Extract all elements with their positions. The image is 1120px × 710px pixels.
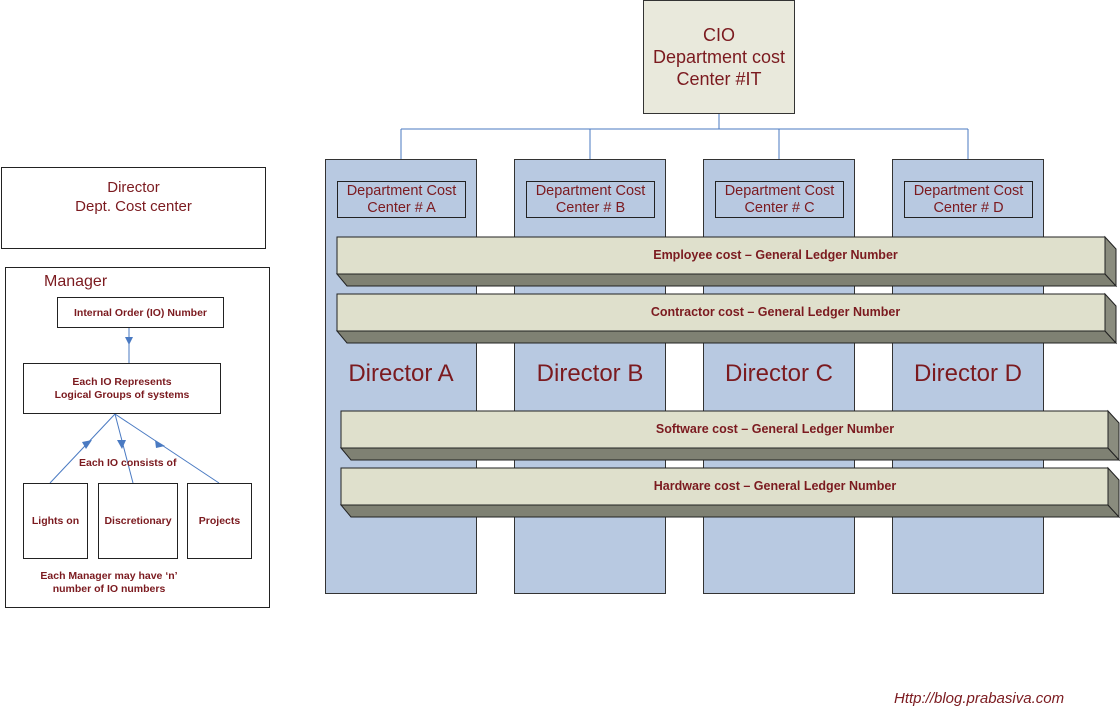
ledger-contractor-label: Contractor cost – General Ledger Number xyxy=(650,305,901,319)
ledger-employee-label: Employee cost – General Ledger Number xyxy=(653,248,898,262)
category-discretionary-label: Discretionary xyxy=(104,515,172,527)
cost-center-c: Department Cost Center # C xyxy=(715,181,844,218)
cost-center-a: Department Cost Center # A xyxy=(337,181,466,218)
ledger-bar-hardware xyxy=(339,466,1120,519)
cost-center-a-line-2: Center # A xyxy=(367,199,436,216)
director-b-label: Director B xyxy=(536,360,644,387)
cio-line-2: Department cost xyxy=(652,47,786,67)
director-column-b: Department Cost Center # B Director B xyxy=(514,159,666,594)
manager-title: Manager xyxy=(44,273,108,290)
ledger-bar-software xyxy=(339,409,1120,462)
cost-center-d-line-1: Department Cost xyxy=(913,182,1024,199)
category-projects: Projects xyxy=(187,483,252,559)
manager-footnote-line-1: Each Manager may have ‘n’ xyxy=(40,570,178,582)
ledger-bar-contractor xyxy=(335,292,1118,345)
arrow-projects-icon xyxy=(155,440,165,448)
cio-line-3: Center #IT xyxy=(676,69,762,89)
legend-director-box: Director Dept. Cost center xyxy=(1,167,266,249)
ledger-bar-employee xyxy=(335,235,1118,288)
legend-director-subtitle: Dept. Cost center xyxy=(75,198,192,215)
director-column-a: Department Cost Center # A Director A xyxy=(325,159,477,594)
io-number-box: Internal Order (IO) Number xyxy=(57,297,224,328)
arrow-lights-on-icon xyxy=(82,440,92,449)
director-a-label: Director A xyxy=(348,360,454,387)
io-represents-line-1: Each IO Represents xyxy=(72,375,172,388)
legend-director-title: Director xyxy=(107,179,160,196)
footer-url: Http://blog.prabasiva.com xyxy=(894,690,1065,707)
io-consists-label: Each IO consists of xyxy=(79,457,177,469)
cost-center-b-line-2: Center # B xyxy=(555,199,626,216)
category-discretionary: Discretionary xyxy=(98,483,178,559)
arrow-discretionary-icon xyxy=(117,440,126,449)
cost-center-d: Department Cost Center # D xyxy=(904,181,1033,218)
category-lights-on: Lights on xyxy=(23,483,88,559)
io-represents-line-2: Logical Groups of systems xyxy=(54,388,190,401)
cost-center-c-line-2: Center # C xyxy=(744,199,815,216)
cost-center-a-line-1: Department Cost xyxy=(346,182,457,199)
cio-box: CIO Department cost Center #IT xyxy=(643,0,795,114)
director-column-c: Department Cost Center # C Director C xyxy=(703,159,855,594)
io-represents-box: Each IO Represents Logical Groups of sys… xyxy=(23,363,221,414)
cio-title: CIO xyxy=(702,25,735,45)
director-column-d: Department Cost Center # D Director D xyxy=(892,159,1044,594)
category-lights-on-label: Lights on xyxy=(31,515,80,527)
manager-footnote-line-2: number of IO numbers xyxy=(52,583,166,595)
director-c-label: Director C xyxy=(724,360,833,387)
io-number-label: Internal Order (IO) Number xyxy=(73,306,208,319)
manager-footnote: Each Manager may have ‘n’ number of IO n… xyxy=(20,570,198,596)
cost-center-d-line-2: Center # D xyxy=(933,199,1004,216)
director-d-label: Director D xyxy=(913,360,1022,387)
cost-center-b-line-1: Department Cost xyxy=(535,182,646,199)
cost-center-c-line-1: Department Cost xyxy=(724,182,835,199)
cost-center-b: Department Cost Center # B xyxy=(526,181,655,218)
arrow-down-icon xyxy=(125,337,133,345)
category-projects-label: Projects xyxy=(198,515,241,527)
ledger-hardware-label: Hardware cost – General Ledger Number xyxy=(653,479,897,493)
ledger-software-label: Software cost – General Ledger Number xyxy=(655,422,895,436)
